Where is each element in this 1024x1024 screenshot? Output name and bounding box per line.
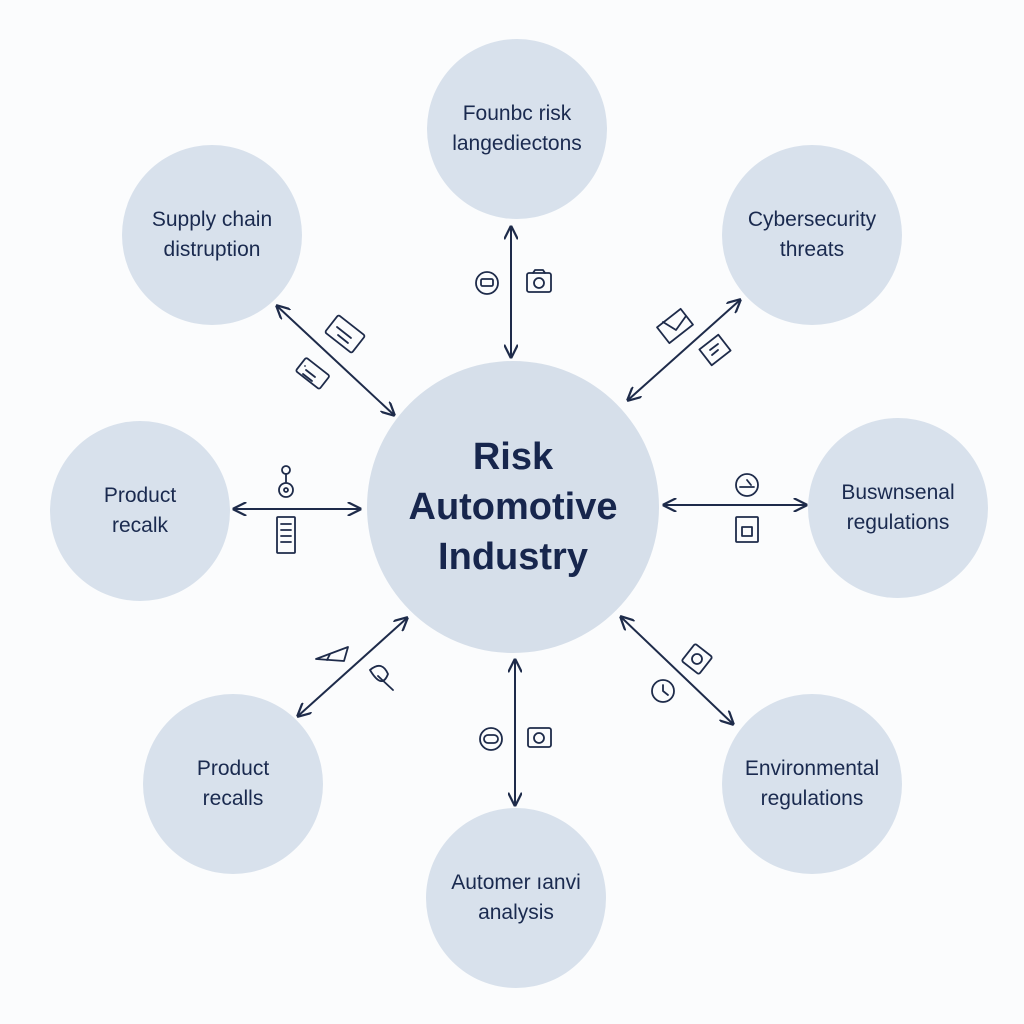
risk-node-cybersecurity-line-1: Cybersecurity [747, 208, 877, 231]
risk-node-top-line-2: langediectons [452, 132, 582, 155]
risk-node-regulations-right-line-1: Buswnsenal [841, 481, 955, 504]
risk-node-supply-chain: Supply chain distruption [122, 145, 302, 325]
leaf-icon [369, 664, 394, 691]
risk-node-regulations-right: Buswnsenal regulations [808, 418, 988, 598]
envelope-icon [656, 307, 694, 345]
risk-node-product-recall-left: Product recalk [50, 421, 230, 601]
camera-icon [526, 269, 552, 293]
list-icon [276, 516, 296, 554]
risk-node-analysis-line-1: Automer ıanvi [451, 871, 581, 894]
connector-arrow-top-left [277, 306, 394, 415]
antenna-icon [278, 465, 294, 498]
risk-node-regulations-right-line-2: regulations [846, 511, 950, 534]
clock-icon [651, 679, 675, 703]
risk-node-top: Founbc risk langediectons [427, 39, 607, 219]
risk-node-environmental-regulations: Environmental regulations [722, 694, 902, 874]
risk-node-product-recalls: Product recalls [143, 694, 323, 874]
gear-icon [681, 643, 713, 675]
risk-node-product-recall-left-line-1: Product [103, 484, 177, 507]
risk-node-product-recalls-line-1: Product [196, 757, 270, 780]
frame-icon [735, 516, 759, 543]
risk-node-supply-chain-line-1: Supply chain [151, 208, 273, 231]
document-icon [698, 333, 732, 367]
connector-arrow-top-right [628, 300, 740, 400]
central-title-line-3: Industry [438, 536, 588, 578]
risk-node-product-recalls-line-2: recalls [202, 787, 264, 810]
risk-node-environmental-line-1: Environmental [744, 757, 880, 780]
risk-node-product-recall-left-line-2: recalk [111, 514, 169, 537]
camera-icon [527, 727, 552, 748]
central-node-risk-automotive-industry: Risk Automotive Industry [367, 361, 659, 653]
connector-arrow-bottom-left [298, 618, 407, 716]
robot-icon [475, 271, 499, 295]
risk-node-environmental-line-2: regulations [760, 787, 864, 810]
central-title-line-1: Risk [472, 436, 554, 478]
risk-node-cybersecurity: Cybersecurity threats [722, 145, 902, 325]
risk-node-analysis: Automer ıanvi analysis [426, 808, 606, 988]
pen-icon [315, 646, 349, 662]
pill-icon [479, 727, 503, 751]
central-title-line-2: Automotive [408, 486, 618, 528]
battery-icon [295, 357, 330, 390]
speedometer-icon [735, 473, 759, 497]
risk-node-analysis-line-2: analysis [478, 901, 554, 924]
briefcase-icon [324, 314, 366, 354]
connector-arrow-bottom-right [621, 617, 733, 724]
risk-node-cybersecurity-line-2: threats [779, 238, 845, 261]
risk-node-supply-chain-line-2: distruption [163, 238, 261, 261]
risk-node-top-line-1: Founbc risk [462, 102, 572, 125]
